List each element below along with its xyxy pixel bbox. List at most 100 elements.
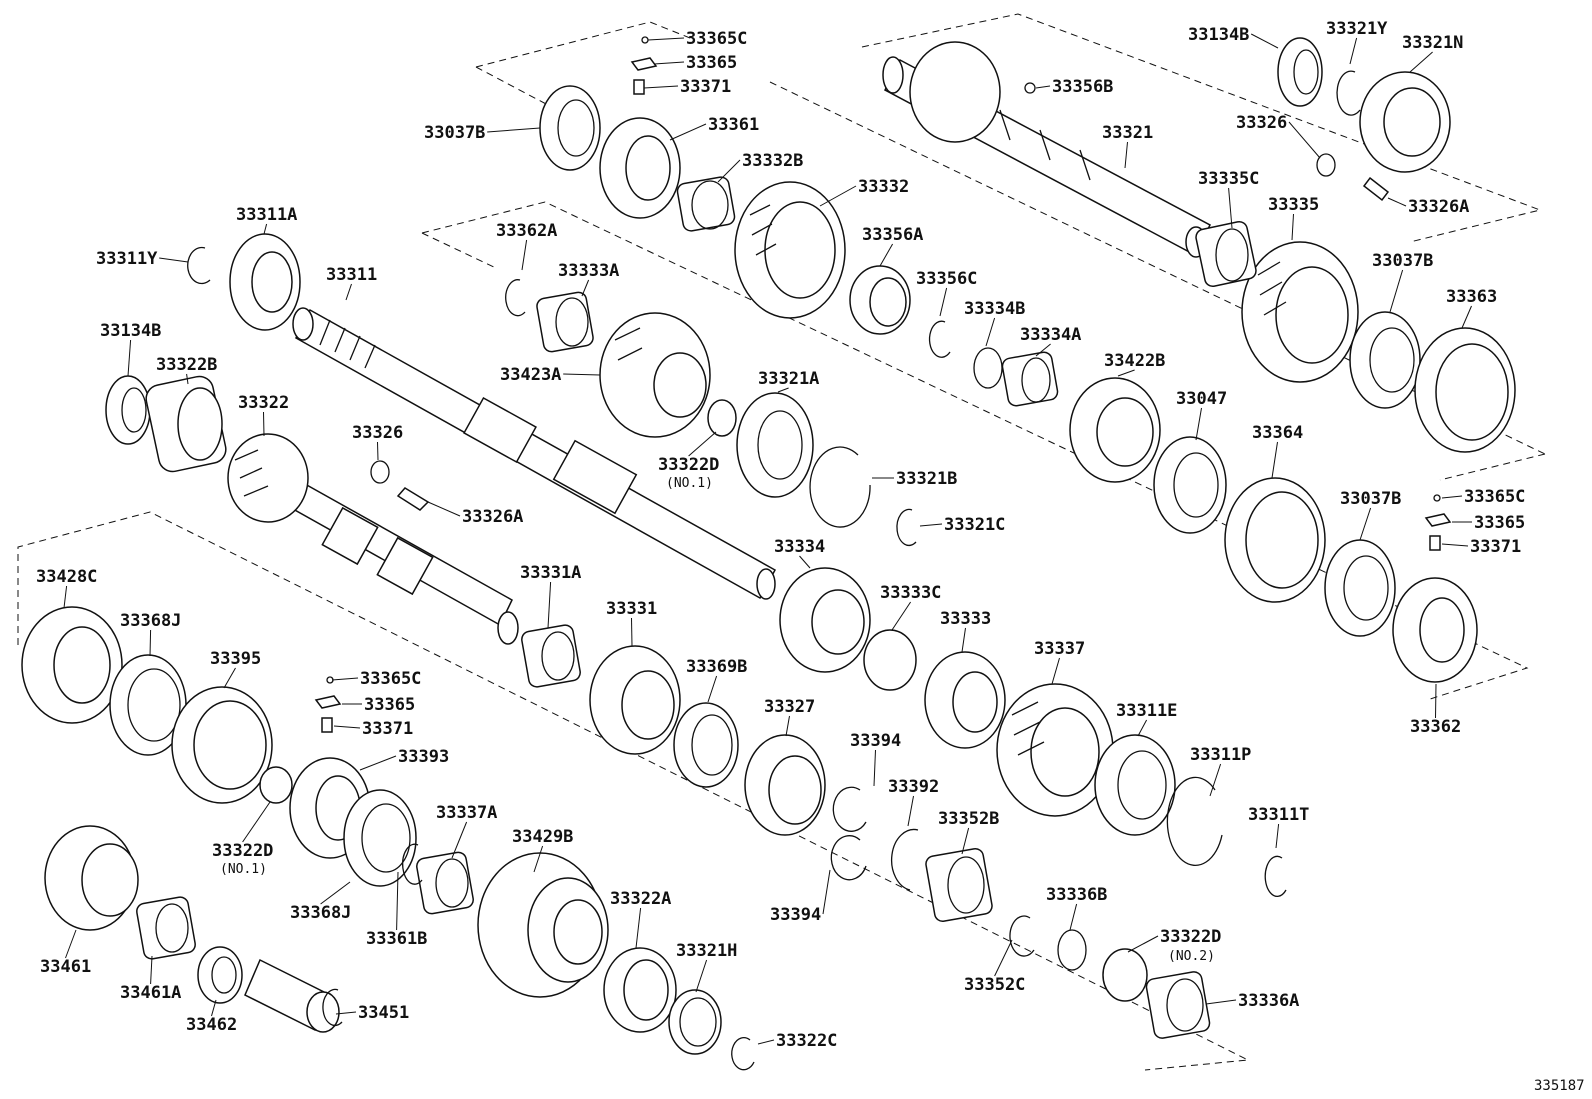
part-label-33322d: 33322D bbox=[1160, 927, 1221, 947]
part-label-33327: 33327 bbox=[764, 697, 815, 717]
part-label-33361: 33361 bbox=[708, 115, 759, 135]
part-label-33311: 33311 bbox=[326, 265, 377, 285]
part-label-33428c: 33428C bbox=[36, 567, 97, 587]
part-label-33334a: 33334A bbox=[1020, 325, 1081, 345]
leader-line bbox=[396, 871, 399, 931]
input-shaft-33311 bbox=[292, 307, 777, 600]
part-label-33322: 33322 bbox=[238, 393, 289, 413]
part-label-33365: 33365 bbox=[686, 53, 737, 73]
leader-line bbox=[1349, 37, 1358, 65]
leader-line bbox=[242, 801, 271, 843]
leader-line bbox=[563, 373, 601, 376]
gears bbox=[21, 37, 1516, 1055]
part-label-33311y: 33311Y bbox=[96, 249, 158, 269]
part-label-33334b: 33334B bbox=[964, 299, 1025, 319]
part-label-33395: 33395 bbox=[210, 649, 261, 669]
leader-line bbox=[1035, 85, 1051, 89]
part-label-33333: 33333 bbox=[940, 609, 991, 629]
part-label-33332: 33332 bbox=[858, 177, 909, 197]
leader-line bbox=[1124, 141, 1128, 169]
part-label-33352b: 33352B bbox=[938, 809, 999, 829]
part-label-33365: 33365 bbox=[364, 695, 415, 715]
part-label-33322a: 33322A bbox=[610, 889, 671, 909]
part-label-33336a: 33336A bbox=[1238, 991, 1299, 1011]
part-label-33311e: 33311E bbox=[1116, 701, 1177, 721]
leader-line bbox=[1441, 543, 1469, 547]
leader-line bbox=[186, 373, 189, 385]
part-label-33365c: 33365C bbox=[1464, 487, 1525, 507]
leader-line bbox=[1409, 51, 1433, 73]
part-label-33326: 33326 bbox=[1236, 113, 1287, 133]
part-label-33334: 33334 bbox=[774, 537, 825, 557]
leader-line bbox=[985, 317, 996, 347]
part-label-33321n: 33321N bbox=[1402, 33, 1463, 53]
leader-line bbox=[785, 715, 790, 737]
part-label-33321: 33321 bbox=[1102, 123, 1153, 143]
leader-line bbox=[873, 749, 876, 787]
leader-line bbox=[799, 555, 811, 569]
leader-line bbox=[149, 629, 152, 657]
part-label-33311t: 33311T bbox=[1248, 805, 1309, 825]
leader-line bbox=[65, 929, 77, 959]
leader-line bbox=[159, 257, 189, 263]
part-label-33326a: 33326A bbox=[1408, 197, 1469, 217]
leader-line bbox=[1195, 407, 1202, 441]
leader-line bbox=[1359, 507, 1372, 541]
leader-line bbox=[547, 581, 552, 629]
middle-group-outline bbox=[421, 201, 1529, 701]
part-label-33352c: 33352C bbox=[964, 975, 1025, 995]
reference-number: 335187 bbox=[1534, 1078, 1585, 1094]
part-label-33365: 33365 bbox=[1474, 513, 1525, 533]
part-label-33322b: 33322B bbox=[156, 355, 217, 375]
part-label-33037b: 33037B bbox=[424, 123, 485, 143]
leader-line bbox=[377, 441, 379, 461]
leader-line bbox=[777, 387, 789, 393]
bolts-and-detents bbox=[314, 36, 1452, 733]
leader-line bbox=[1435, 683, 1437, 719]
leader-line bbox=[653, 61, 685, 65]
leader-line bbox=[345, 283, 352, 301]
part-label-33322c: 33322C bbox=[776, 1031, 837, 1051]
part-label-33368j: 33368J bbox=[120, 611, 181, 631]
part-label-33311p: 33311P bbox=[1190, 745, 1251, 765]
snap-rings bbox=[187, 70, 1361, 1071]
part-label-33392: 33392 bbox=[888, 777, 939, 797]
part-label-33361b: 33361B bbox=[366, 929, 427, 949]
part-label-33371: 33371 bbox=[680, 77, 731, 97]
part-label-33394: 33394 bbox=[850, 731, 901, 751]
part-label-33393: 33393 bbox=[398, 747, 449, 767]
leader-line bbox=[263, 411, 265, 437]
part-label-33134b: 33134B bbox=[100, 321, 161, 341]
leader-line bbox=[669, 123, 707, 141]
leader-line bbox=[1441, 495, 1463, 499]
upper-middle-group-outline bbox=[475, 21, 691, 68]
upper-right-group-outline bbox=[861, 13, 1542, 243]
part-label-33451: 33451 bbox=[358, 1003, 409, 1023]
part-label-33365c: 33365C bbox=[360, 669, 421, 689]
leader-line bbox=[961, 627, 966, 653]
leader-line bbox=[635, 907, 642, 949]
leader-line bbox=[335, 1011, 357, 1015]
leader-line bbox=[1209, 763, 1222, 797]
part-label-33134b: 33134B bbox=[1188, 25, 1249, 45]
part-label-33429b: 33429B bbox=[512, 827, 573, 847]
leader-line bbox=[1228, 187, 1233, 229]
part-label-33422b: 33422B bbox=[1104, 351, 1165, 371]
leader-line bbox=[707, 675, 718, 703]
leader-line bbox=[521, 239, 528, 271]
group-outlines bbox=[17, 13, 1546, 1071]
leader-line bbox=[1051, 657, 1060, 685]
leader-line bbox=[1461, 305, 1472, 329]
part-label-33047: 33047 bbox=[1176, 389, 1227, 409]
part-label-33362: 33362 bbox=[1410, 717, 1461, 737]
part-label-33037b: 33037B bbox=[1372, 251, 1433, 271]
leader-line bbox=[150, 955, 153, 985]
part-label-33336b: 33336B bbox=[1046, 885, 1107, 905]
leader-line bbox=[1291, 213, 1294, 241]
leader-line bbox=[1127, 935, 1159, 953]
part-label-33423a: 33423A bbox=[500, 365, 561, 385]
leader-line bbox=[643, 85, 679, 89]
leader-line bbox=[1137, 719, 1148, 737]
